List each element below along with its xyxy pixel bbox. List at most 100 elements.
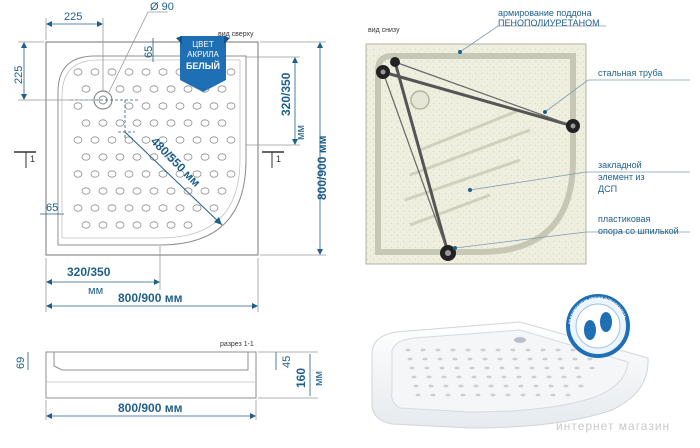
tray-3d-dot xyxy=(527,357,533,361)
steel-pipe-2 xyxy=(393,61,450,254)
arrow-icon xyxy=(46,21,52,27)
bottom-view-caption: вид снизу xyxy=(368,27,400,34)
tray-3d-dot xyxy=(555,348,561,352)
anti-slip-dot xyxy=(149,85,159,93)
tray-3d-dot xyxy=(510,348,516,352)
tray-3d-dot xyxy=(540,348,546,352)
arrow-icon xyxy=(46,303,52,309)
anti-slip-dot xyxy=(132,153,142,161)
radius-arrow-icon xyxy=(214,217,222,225)
anti-slip-dot xyxy=(81,119,91,127)
anti-slip-dot xyxy=(183,221,193,229)
tray-3d-dot xyxy=(559,366,565,370)
support-foot-icon xyxy=(390,57,400,67)
section-outline xyxy=(45,351,257,399)
anti-slip-dot xyxy=(166,187,176,195)
callout-dot xyxy=(458,50,462,54)
anti-slip-dot xyxy=(124,170,134,178)
anti-slip-dot xyxy=(217,187,227,195)
anti-slip-dot xyxy=(217,119,227,127)
tray-3d-dot xyxy=(471,375,477,379)
callout-dot xyxy=(468,188,472,192)
badge-line1: ЦВЕТ xyxy=(192,40,214,49)
anti-slip-dot xyxy=(90,204,100,212)
anti-slip-dot xyxy=(217,85,227,93)
watermark: интернет магазин xyxy=(556,419,670,433)
anti-slip-dot xyxy=(73,136,83,144)
tray-3d-dot xyxy=(454,366,460,370)
anti-slip-dot xyxy=(226,170,236,178)
anti-slip-dot xyxy=(200,119,210,127)
tray-3d-dot xyxy=(529,366,535,370)
anti-slip-dot xyxy=(149,119,159,127)
anti-slip-dot xyxy=(81,187,91,195)
dim-160: 160 xyxy=(294,368,308,388)
arrow-icon xyxy=(46,413,52,419)
dim-320-350-right: 320/350 xyxy=(279,72,293,116)
anti-slip-dot xyxy=(73,170,83,178)
anti-slip-dot xyxy=(98,187,108,195)
tray-3d-dot xyxy=(469,366,475,370)
anti-slip-dot xyxy=(175,204,185,212)
anti-slip-dot xyxy=(175,136,185,144)
tray-3d-dot xyxy=(458,384,464,388)
arrow-icon xyxy=(292,139,298,145)
anti-slip-dot xyxy=(158,102,168,110)
anti-slip-dot xyxy=(141,170,151,178)
callout-lines xyxy=(454,25,690,249)
tray-3d-dot xyxy=(572,357,578,361)
arrow-icon xyxy=(317,42,323,48)
anti-slip-dot xyxy=(115,221,125,229)
tray-3d-dot xyxy=(488,384,494,388)
tray-3d-dot xyxy=(574,366,580,370)
callout-insert-line2: элемент из xyxy=(598,172,645,182)
tray-3d-dot xyxy=(546,375,552,379)
tray-3d-dot xyxy=(495,348,501,352)
footprint-left-icon xyxy=(584,320,596,340)
steel-pipe-1 xyxy=(382,70,574,128)
dim-69: 69 xyxy=(15,357,27,369)
anti-slip-dot xyxy=(124,136,134,144)
arrow-icon xyxy=(154,279,160,285)
anti-slip-dot xyxy=(209,170,219,178)
anti-slip-dot xyxy=(90,68,100,76)
tray-3d-dot xyxy=(437,357,443,361)
arrow-icon xyxy=(46,279,52,285)
anti-slip-dot xyxy=(166,85,176,93)
dim-section-width: 800/900 мм xyxy=(118,401,183,415)
anti-slip-dot xyxy=(158,170,168,178)
tray-3d-dot xyxy=(452,357,458,361)
tray-3d-dot xyxy=(443,384,449,388)
tray-3d-dot xyxy=(533,384,539,388)
tray-3d-dot xyxy=(411,375,417,379)
tray-3d-dot xyxy=(535,393,541,397)
diameter-leader xyxy=(108,11,149,93)
dim-65-left: 65 xyxy=(46,202,58,214)
callout-dot xyxy=(453,246,457,250)
anti-slip-dot xyxy=(209,136,219,144)
section-caption: разрез 1-1 xyxy=(220,341,254,348)
footprint-right-icon xyxy=(600,312,612,332)
dim-225-left: 225 xyxy=(13,66,25,84)
underside-rim xyxy=(375,53,576,255)
tray-3d-dot xyxy=(557,357,563,361)
anti-slip-dot xyxy=(226,136,236,144)
anti-slip-dot xyxy=(132,221,142,229)
badge-fold xyxy=(176,36,230,44)
anti-slip-dot xyxy=(200,187,210,195)
bottom-view: вид снизу xyxy=(365,8,690,265)
dim-45: 45 xyxy=(281,356,293,368)
arrow-icon xyxy=(317,249,323,255)
top-view: 480/550 мм 225 Ø 90 65 225 65 1 1 xyxy=(13,1,329,312)
badge-line3: БЕЛЫЙ xyxy=(186,60,220,71)
tray-3d-dot xyxy=(531,375,537,379)
anti-slip-dot xyxy=(115,153,125,161)
tray-3d-dot xyxy=(415,393,421,397)
anti-slip-dot xyxy=(192,102,202,110)
tray-3d-dot xyxy=(516,375,522,379)
anti-slip-dot xyxy=(124,204,134,212)
anti-slip-dot xyxy=(183,119,193,127)
tray-3d-dot xyxy=(544,366,550,370)
callout-insert-line3: ДСП xyxy=(598,184,617,194)
